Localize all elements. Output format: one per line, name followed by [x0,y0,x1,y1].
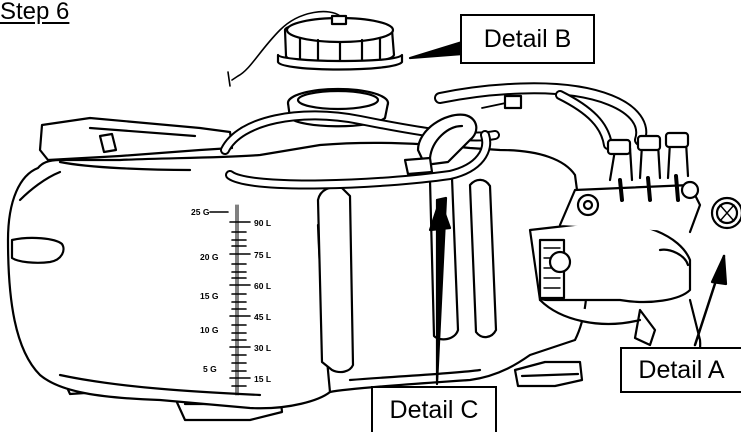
callout-detail-a: Detail A [620,347,741,393]
callout-detail-c: Detail C [371,386,497,432]
gauge-l-30: 30 L [254,343,271,353]
pump-assembly [528,131,741,372]
hose-clip [403,113,478,176]
step-title: Step 6 [0,0,70,25]
gauge-gal-15: 15 G [200,291,219,301]
callout-detail-b-label: Detail B [483,24,572,53]
gauge-l-15: 15 L [254,374,271,384]
callout-detail-a-label: Detail A [638,355,725,384]
gauge-l-45: 45 L [254,312,271,322]
level-gauge [209,204,251,396]
callout-detail-b: Detail B [460,14,595,64]
gauge-l-75: 75 L [254,250,271,260]
callout-detail-c-label: Detail C [389,395,479,424]
tank-cap [276,14,404,71]
tank-handle [38,116,234,162]
gauge-gal-10: 10 G [200,325,219,335]
gauge-gal-25: 25 G [191,207,210,217]
gauge-l-90: 90 L [254,218,271,228]
cap-tether [231,10,341,81]
gauge-gal-5: 5 G [203,364,217,374]
gauge-labels: 25 G 20 G 15 G 10 G 5 G 90 L 75 L 60 L 4… [191,207,271,384]
gauge-gal-20: 20 G [200,252,219,262]
gauge-l-60: 60 L [254,281,271,291]
